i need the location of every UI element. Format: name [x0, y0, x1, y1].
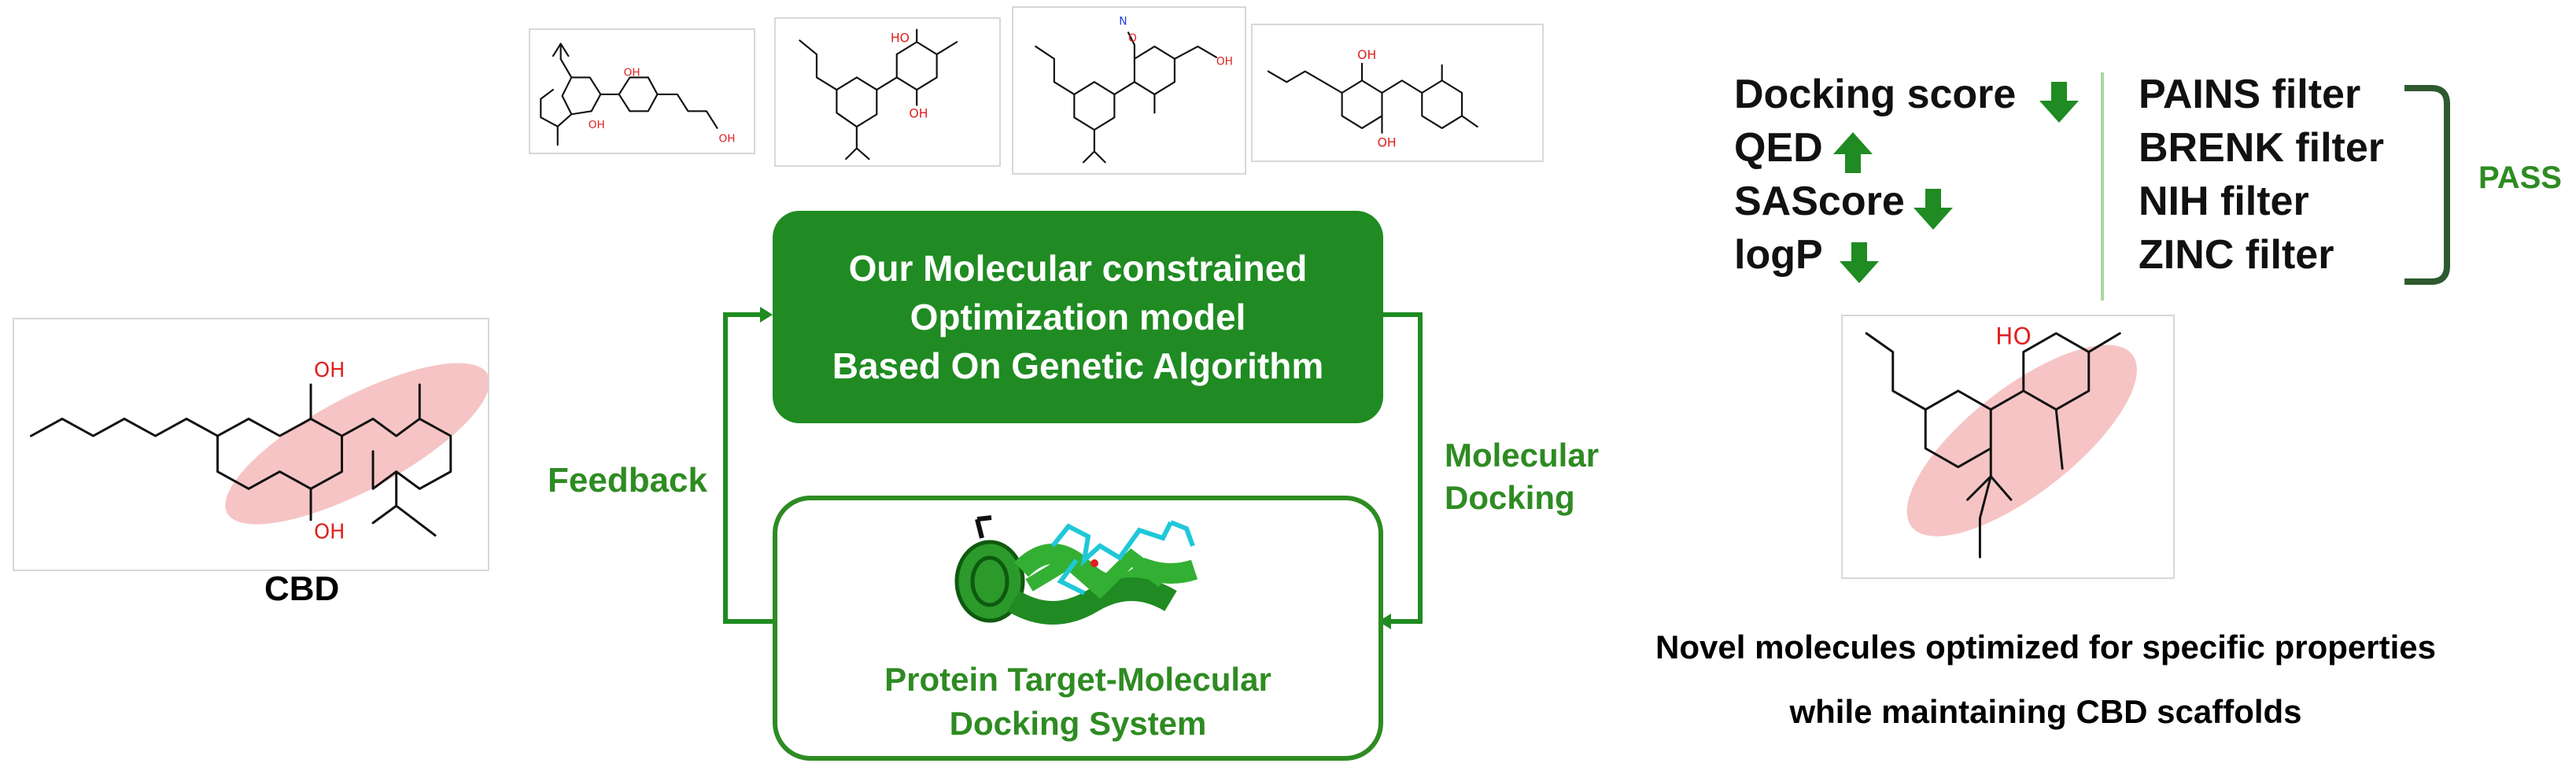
oxygen-atom-label: O	[1128, 32, 1137, 45]
property-label: Docking score	[1734, 72, 2017, 117]
top-molecule-3: N O OH	[1012, 6, 1246, 175]
filter-nih: NIH filter	[2139, 179, 2309, 224]
oxygen-atom-label: OH	[1357, 47, 1376, 62]
summary-text: Novel molecules optimized for specific p…	[1558, 615, 2534, 744]
filters-bracket	[2404, 85, 2450, 285]
property-qed: QED	[1734, 124, 1823, 171]
feedback-loop-arrows	[723, 307, 1423, 629]
divider	[2101, 72, 2104, 301]
filter-pains: PAINS filter	[2139, 72, 2361, 117]
molecular-docking-line1: Molecular	[1445, 437, 1600, 474]
oxygen-atom-label: HO	[891, 30, 910, 45]
oxygen-atom-label: OH	[314, 520, 345, 544]
oxygen-atom-label: OH	[314, 359, 345, 382]
docking-system-label: Protein Target-Molecular Docking System	[777, 658, 1378, 746]
property-sascore: SAScore	[1734, 178, 1905, 225]
optimization-model-box: Our Molecular constrained Optimization m…	[773, 211, 1383, 423]
pass-label: PASS	[2478, 160, 2562, 195]
oxygen-atom-label: OH	[1378, 135, 1397, 149]
arrow-down-icon	[2039, 82, 2079, 123]
top-molecule-4: OH OH	[1251, 24, 1544, 162]
result-molecule: HO	[1841, 315, 2175, 579]
summary-line2: while maintaining CBD scaffolds	[1789, 693, 2302, 730]
property-label: logP	[1734, 232, 1823, 278]
model-box-line3: Based On Genetic Algorithm	[832, 345, 1324, 386]
top-molecule-2: HO OH	[774, 17, 1001, 167]
property-docking-score: Docking score	[1734, 71, 2016, 118]
property-logp: logP	[1734, 231, 1823, 278]
arrow-down-icon	[1840, 242, 1879, 283]
oxygen-atom-label: OH	[909, 105, 928, 120]
model-box-line1: Our Molecular constrained	[848, 248, 1308, 289]
feedback-label: Feedback	[548, 461, 707, 500]
summary-line1: Novel molecules optimized for specific p…	[1655, 629, 2436, 666]
filter-zinc: ZINC filter	[2139, 232, 2334, 278]
arrow-down-icon	[1914, 189, 1953, 230]
oxygen-atom-label: HO	[1995, 323, 2032, 350]
docking-system-box: Protein Target-Molecular Docking System	[773, 496, 1383, 761]
cbd-label: CBD	[264, 570, 340, 608]
oxygen-atom-label: OH	[719, 132, 736, 145]
nitrogen-atom-label: N	[1119, 16, 1127, 28]
protein-structure-image	[954, 515, 1198, 625]
model-box-line2: Optimization model	[910, 297, 1246, 337]
top-molecule-1: OH OH OH	[529, 28, 755, 154]
filter-brenk: BRENK filter	[2139, 125, 2385, 171]
molecular-docking-line2: Docking	[1445, 479, 1575, 516]
property-label: SAScore	[1734, 179, 1905, 224]
cbd-molecule: OH OH	[13, 318, 489, 571]
oxygen-atom-label: OH	[624, 67, 640, 79]
docking-system-line1: Protein Target-Molecular	[884, 661, 1271, 698]
oxygen-atom-label: OH	[589, 119, 605, 131]
property-label: QED	[1734, 125, 1823, 171]
docking-system-line2: Docking System	[949, 705, 1207, 742]
molecular-docking-label: Molecular Docking	[1445, 434, 1599, 519]
oxygen-atom-label: OH	[1216, 56, 1233, 68]
arrow-up-icon	[1833, 132, 1873, 173]
